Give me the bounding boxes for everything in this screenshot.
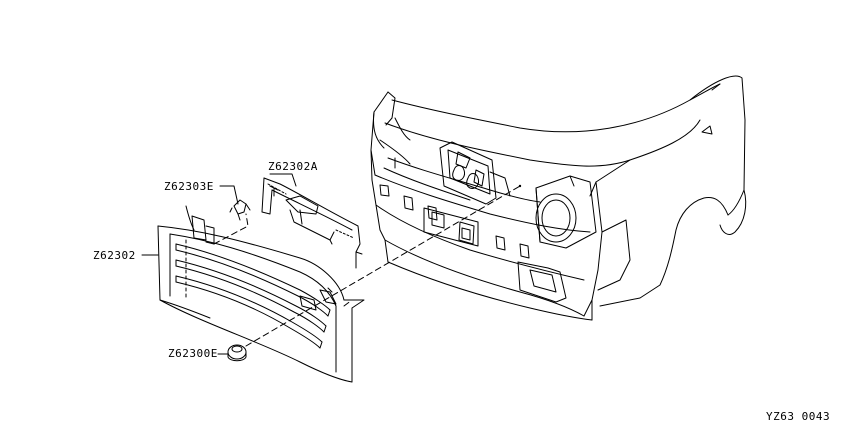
figure-code: YZ63 0043 [766, 410, 831, 423]
grille-bracket-part [262, 178, 362, 268]
callout-z62300e: Z62300E [168, 347, 218, 360]
grommet-part [228, 345, 246, 361]
callout-z62302: Z62302 [93, 249, 136, 262]
callout-z62302a: Z62302A [268, 160, 318, 173]
clip-part [230, 200, 250, 220]
vehicle-front-body [371, 76, 746, 320]
leader-lines [142, 174, 296, 354]
callout-z62303e: Z62303E [164, 180, 214, 193]
assembly-lines [214, 186, 520, 346]
front-grille-part [158, 206, 364, 382]
